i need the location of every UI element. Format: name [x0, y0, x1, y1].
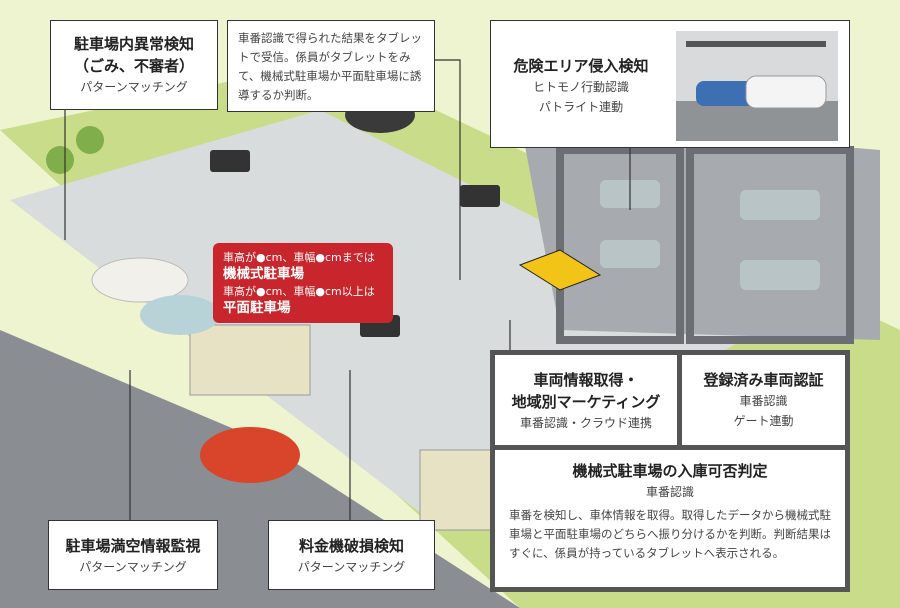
vehicle-info-title-1: 車両情報取得・: [533, 371, 639, 389]
vacancy-sub: パターンマッチング: [79, 560, 187, 574]
anomaly-sub: パターンマッチング: [80, 80, 188, 94]
payment-sub: パターンマッチング: [297, 560, 406, 574]
danger-area-callout: 危険エリア侵入検知 ヒトモノ行動認識 パトライト連動: [490, 20, 850, 148]
tablet-note-text: 車番認識で得られた結果をタブレットで受信。係員がタブレットをみて、機械式駐車場か…: [238, 31, 422, 102]
vacancy-title: 駐車場満空情報監視: [65, 537, 201, 555]
registered-vehicle-callout: 登録済み車両認証 車番認識 ゲート連動: [682, 355, 845, 445]
vehicle-size-note: 車高が●cm、車幅●cmまでは 機械式駐車場 車高が●cm、車幅●cm以上は 平…: [213, 243, 393, 323]
entry-judgement-callout: 機械式駐車場の入庫可否判定 車番認識 車番を検知し、車体情報を取得。取得したデー…: [495, 450, 845, 587]
anomaly-title: 駐車場内異常検知: [73, 35, 194, 53]
anomaly-detection-callout: 駐車場内異常検知 （ごみ、不審者） パターンマッチング: [50, 20, 218, 110]
tablet-note-callout: 車番認識で得られた結果をタブレットで受信。係員がタブレットをみて、機械式駐車場か…: [227, 20, 435, 112]
red-line-3: 車高が●cm、車幅●cm以上は: [223, 285, 375, 298]
vehicle-info-callout: 車両情報取得・ 地域別マーケティング 車番認識・クラウド連携: [495, 355, 677, 445]
vacancy-monitor-callout: 駐車場満空情報監視 パターンマッチング: [48, 520, 218, 590]
judge-text: 車番を検知し、車体情報を取得。取得したデータから機械式駐車場と平面駐車場のどちら…: [509, 508, 831, 560]
vehicle-info-sub: 車番認識・クラウド連携: [519, 416, 652, 430]
red-line-4: 平面駐車場: [223, 300, 291, 316]
payment-machine-callout: 料金機破損検知 パターンマッチング: [268, 520, 435, 590]
danger-sub-2: パトライト連動: [538, 100, 624, 114]
judge-title: 機械式駐車場の入庫可否判定: [572, 462, 768, 480]
judge-sub: 車番認識: [645, 485, 694, 499]
registered-sub-2: ゲート連動: [733, 414, 794, 428]
registered-sub-1: 車番認識: [739, 394, 788, 408]
recognition-panel: 車両情報取得・ 地域別マーケティング 車番認識・クラウド連携 登録済み車両認証 …: [490, 350, 850, 592]
red-line-2: 機械式駐車場: [223, 266, 304, 282]
vehicle-info-title-2: 地域別マーケティング: [511, 393, 661, 411]
registered-title: 登録済み車両認証: [703, 371, 824, 389]
red-line-1: 車高が●cm、車幅●cmまでは: [223, 251, 375, 264]
danger-title: 危険エリア侵入検知: [513, 57, 649, 75]
anomaly-title-2: （ごみ、不審者）: [73, 57, 194, 75]
danger-sub-1: ヒトモノ行動認識: [532, 80, 629, 94]
payment-title: 料金機破損検知: [298, 537, 404, 555]
mechanical-parking-photo: [676, 31, 838, 141]
